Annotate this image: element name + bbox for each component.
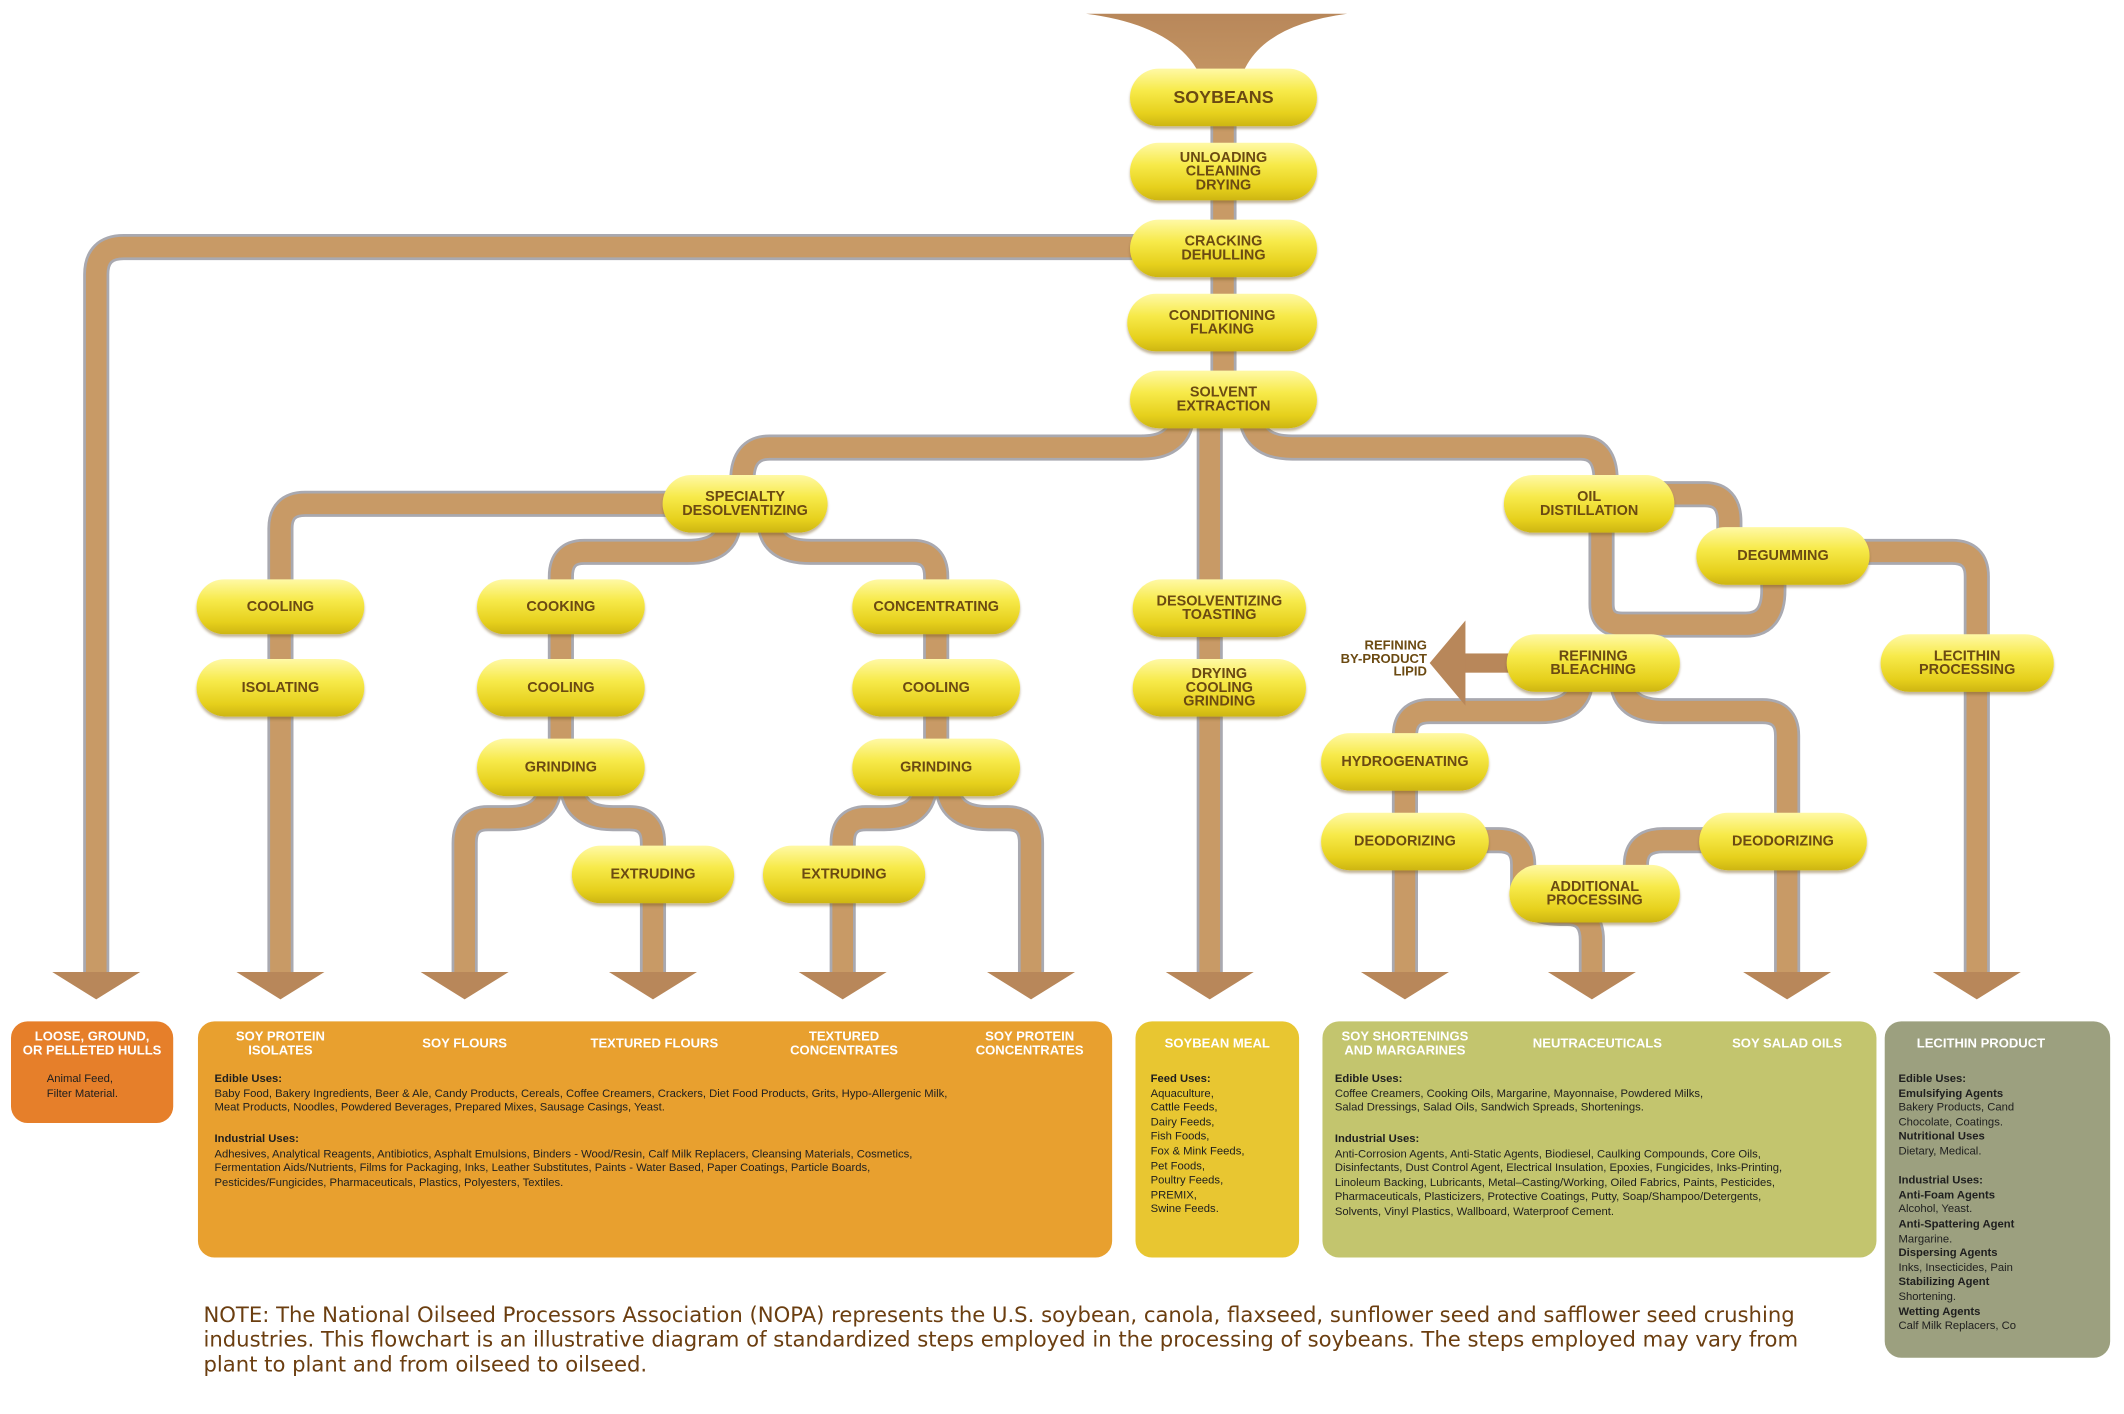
step-concentrating: CONCENTRATING [852, 579, 1021, 635]
protein-edible-label: Edible Uses: [214, 1072, 283, 1085]
step-cracking-dehulling: CRACKING DEHULLING [1130, 219, 1317, 278]
lecithin-stabilizing: Shortening. [1898, 1290, 1957, 1303]
step-degumming: DEGUMMING [1696, 527, 1870, 585]
lecithin-stabilizing-label: Stabilizing Agent [1898, 1275, 1990, 1289]
step-deodorizing-right: DEODORIZING [1699, 812, 1867, 871]
step-soybeans: SOYBEANS [1130, 68, 1317, 127]
meal-feed: Feed Uses:Aquaculture, Cattle Feeds, Dai… [1151, 1072, 1245, 1217]
oil-industrial-label: Industrial Uses: [1334, 1132, 1420, 1145]
funnel-top [1086, 13, 1348, 97]
hulls-box: LOOSE, GROUND, OR PELLETED HULLS Animal … [10, 1021, 174, 1123]
protein-edible: Edible Uses:Baby Food, Bakery Ingredient… [214, 1072, 1108, 1116]
oil-box: SOY SHORTENINGS AND MARGARINES NEUTRACEU… [1322, 1021, 1877, 1258]
meal-box: SOYBEAN MEAL Feed Uses:Aquaculture, Catt… [1135, 1021, 1300, 1258]
header-neutraceuticals: NEUTRACEUTICALS [1532, 1036, 1662, 1052]
step-lecithin-processing: LECITHIN PROCESSING [1880, 634, 2054, 692]
down-arrows [52, 971, 2021, 1000]
step-extruding-flours: EXTRUDING [571, 845, 735, 904]
step-additional-processing: ADDITIONAL PROCESSING [1509, 864, 1680, 923]
nopa-note: NOTE: The National Oilseed Processors As… [203, 1302, 1799, 1377]
step-cooling-isolates: COOLING [196, 579, 365, 635]
step-cooling-concentrates: COOLING [852, 658, 1021, 717]
byproduct-label: REFINING BY-PRODUCT LIPID [1340, 638, 1427, 680]
step-refining-bleaching: REFINING BLEACHING [1506, 634, 1680, 692]
lecithin-box: LECITHIN PRODUCT Edible Uses:Emulsifying… [1884, 1021, 2111, 1358]
step-cooking: COOKING [477, 579, 645, 635]
oil-industrial: Industrial Uses: Anti-Corrosion Agents, A… [1335, 1133, 1871, 1220]
step-drying-cooling-grinding: DRYING COOLING GRINDING [1132, 658, 1306, 717]
oil-edible-uses: Coffee Creamers, Cooking Oils, Margarine… [1334, 1086, 1704, 1114]
step-cooling-flours: COOLING [477, 658, 645, 717]
lecithin-title: LECITHIN PRODUCT [1916, 1036, 2046, 1052]
lecithin-wetting-label: Wetting Agents [1898, 1304, 1981, 1318]
step-unloading-cleaning-drying: UNLOADING CLEANING DRYING [1130, 142, 1317, 201]
header-soy-flours: SOY FLOURS [422, 1036, 507, 1052]
meal-feed-uses: Aquaculture, Cattle Feeds, Dairy Feeds, … [1150, 1086, 1245, 1216]
step-solvent-extraction: SOLVENT EXTRACTION [1130, 370, 1317, 429]
oil-edible-label: Edible Uses: [1334, 1072, 1403, 1085]
lecithin-dispersing-label: Dispersing Agents [1898, 1246, 1998, 1260]
protein-box: SOY PROTEIN ISOLATES SOY FLOURS TEXTURED… [197, 1021, 1113, 1258]
protein-industrial-uses: Adhesives, Analytical Reagents, Antibiot… [214, 1147, 913, 1189]
protein-edible-uses: Baby Food, Bakery Ingredients, Beer & Al… [214, 1086, 948, 1114]
hulls-title: LOOSE, GROUND, OR PELLETED HULLS [22, 1029, 162, 1059]
step-oil-distillation: OIL DISTILLATION [1503, 474, 1675, 533]
oil-edible: Edible Uses:Coffee Creamers, Cooking Oil… [1335, 1072, 1871, 1116]
lecithin-nutritional: Dietary, Medical. [1898, 1144, 1982, 1158]
header-textured-flours: TEXTURED FLOURS [590, 1036, 719, 1052]
header-textured-concentrates: TEXTURED CONCENTRATES [790, 1029, 899, 1059]
step-deodorizing-left: DEODORIZING [1321, 812, 1489, 871]
step-desolventizing-toasting: DESOLVENTIZING TOASTING [1132, 579, 1306, 637]
meal-title: SOYBEAN MEAL [1164, 1036, 1270, 1052]
lecithin-antispatter-label: Anti-Spattering Agent [1898, 1217, 2015, 1230]
header-soy-protein-concentrates: SOY PROTEIN CONCENTRATES [975, 1029, 1084, 1059]
step-extruding-concentrates: EXTRUDING [762, 845, 926, 904]
hulls-uses: Animal Feed, Filter Material. [46, 1072, 119, 1100]
byproduct-arrow [1429, 620, 1515, 706]
step-specialty-desolventizing: SPECIALTY DESOLVENTIZING [662, 474, 828, 533]
lecithin-antifoam-label: Anti-Foam Agents [1898, 1188, 1995, 1201]
lecithin-nutritional-label: Nutritional Uses [1898, 1130, 1985, 1143]
protein-industrial-label: Industrial Uses: [214, 1132, 299, 1145]
lecithin-emulsifying-label: Emulsifying Agents [1898, 1086, 2004, 1100]
lecithin-antispatter: Margarine. [1898, 1232, 1953, 1245]
step-grinding-flours: GRINDING [477, 738, 645, 797]
step-grinding-concentrates: GRINDING [852, 738, 1021, 797]
lecithin-edible-label: Edible Uses: [1898, 1072, 1967, 1085]
lecithin-antifoam: Alcohol, Yeast. [1898, 1203, 1973, 1216]
protein-industrial: Industrial Uses: Adhesives, Analytical Re… [214, 1133, 1108, 1191]
header-soy-protein-isolates: SOY PROTEIN ISOLATES [235, 1029, 325, 1059]
lecithin-emulsifying: Bakery Products, Cand Chocolate, Coating… [1898, 1101, 2015, 1129]
lecithin-industrial-label: Industrial Uses: [1898, 1173, 1983, 1187]
header-soy-salad-oils: SOY SALAD OILS [1732, 1036, 1843, 1052]
step-conditioning-flaking: CONDITIONING FLAKING [1127, 293, 1317, 352]
lecithin-wetting: Calf Milk Replacers, Co [1898, 1319, 2017, 1332]
oil-industrial-uses: Anti-Corrosion Agents, Anti-Static Agent… [1334, 1147, 1783, 1218]
step-hydrogenating: HYDROGENATING [1321, 733, 1489, 791]
header-soy-shortenings: SOY SHORTENINGS AND MARGARINES [1341, 1029, 1469, 1059]
lecithin-dispersing: Inks, Insecticides, Pain [1898, 1261, 2013, 1274]
step-isolating: ISOLATING [196, 658, 365, 717]
meal-feed-label: Feed Uses: [1150, 1072, 1211, 1085]
